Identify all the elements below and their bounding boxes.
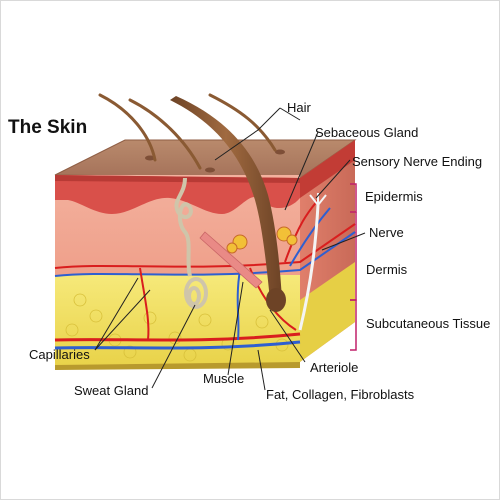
label-hair: Hair — [287, 100, 311, 115]
sebaceous-gland-shape — [226, 226, 298, 254]
label-capillaries: Capillaries — [29, 347, 90, 362]
pore — [205, 167, 215, 173]
leader-lines — [94, 107, 366, 391]
pore — [275, 149, 285, 155]
label-subcutaneous-tissue: Subcutaneous Tissue — [366, 316, 491, 331]
label-fat-collagen-fibroblasts: Fat, Collagen, Fibroblasts — [266, 387, 415, 402]
label-nerve: Nerve — [369, 225, 404, 240]
sensory-nerve-ending-shape — [309, 193, 327, 206]
label-arteriole: Arteriole — [310, 360, 359, 375]
sweat-gland-shape — [174, 177, 208, 309]
label-sebaceous-gland: Sebaceous Gland — [315, 125, 419, 140]
label-epidermis: Epidermis — [365, 189, 423, 204]
label-dermis: Dermis — [366, 262, 408, 277]
muscle-shape — [199, 231, 263, 289]
nerve-fiber — [298, 204, 320, 331]
diagram-title: The Skin — [8, 117, 88, 138]
label-muscle: Muscle — [203, 371, 245, 386]
label-sweat-gland: Sweat Gland — [74, 383, 149, 398]
hair-strands — [98, 93, 277, 170]
label-sensory-nerve-ending: Sensory Nerve Ending — [352, 154, 483, 169]
layer-bracket — [350, 183, 357, 351]
pore — [145, 155, 155, 161]
epidermis-layer — [55, 175, 300, 214]
hair-follicle — [170, 96, 282, 300]
